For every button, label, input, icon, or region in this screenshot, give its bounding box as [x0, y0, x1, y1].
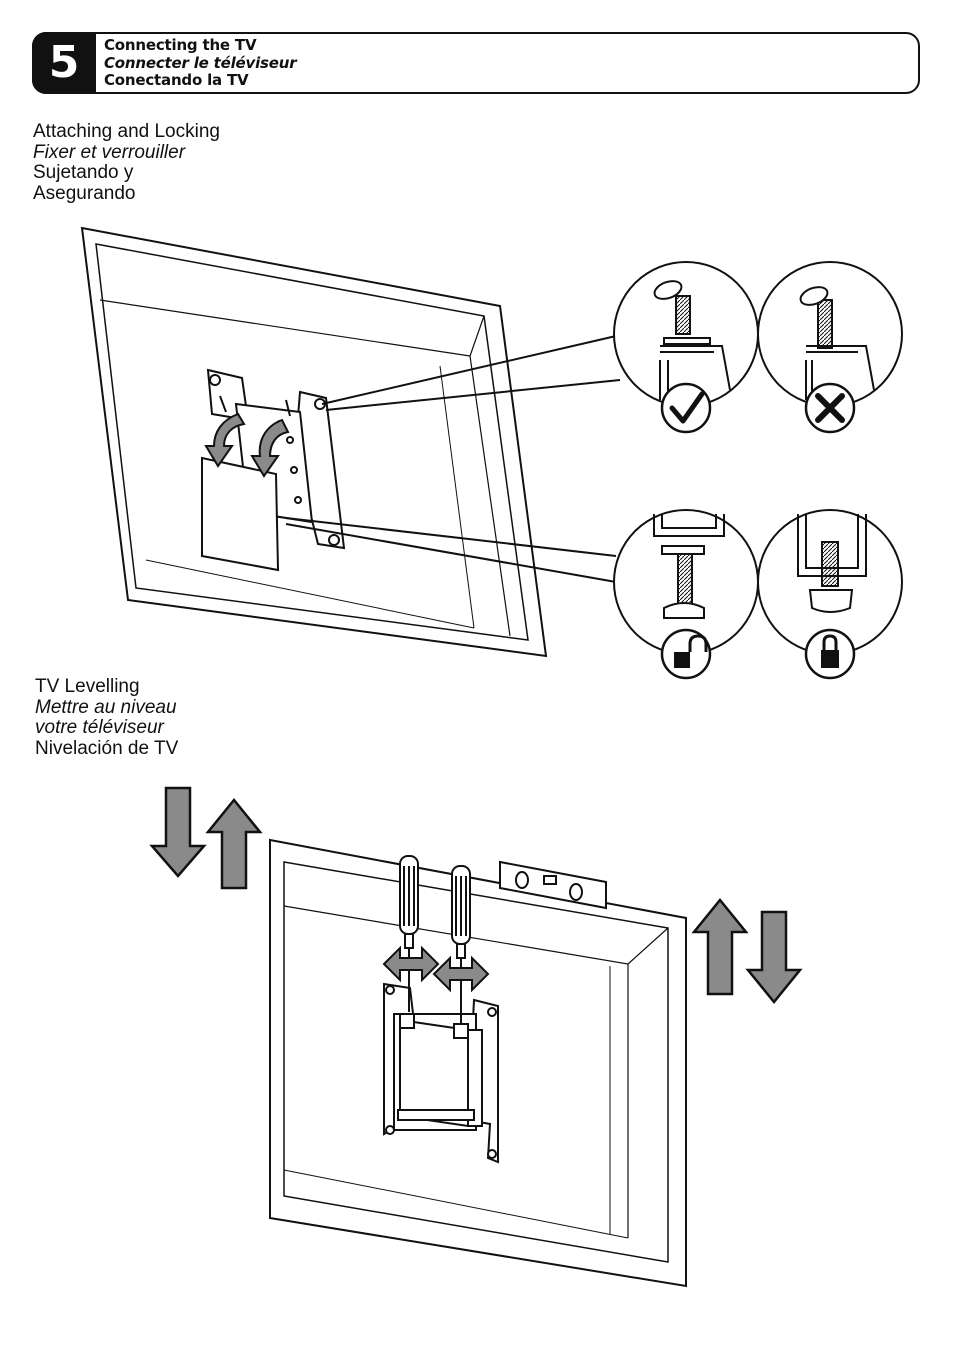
screwdriver-right: [451, 865, 471, 1024]
step-title-es: Conectando la TV: [104, 71, 249, 89]
levelling-label-fr-1: Mettre au niveau: [35, 696, 177, 718]
levelling-label-fr-2: votre téléviseur: [35, 717, 164, 738]
locked-padlock-icon: [804, 628, 856, 680]
step-number-badge: 5: [32, 32, 96, 94]
arrow-down-icon: [745, 910, 803, 1004]
detail-correct: [613, 261, 759, 434]
arrow-up-icon: [691, 898, 749, 996]
unlocked-padlock-icon: [660, 628, 712, 680]
levelling-label-es: Nivelación de TV: [35, 737, 179, 759]
attaching-label-fr: Fixer et verrouiller: [33, 141, 186, 163]
levelling-label-en: TV Levelling: [35, 676, 140, 697]
levelling-section-label: TV Levelling Mettre au niveau votre télé…: [35, 676, 179, 759]
step-title-fr: Connecter le téléviseur: [104, 53, 297, 72]
detail-locked: [757, 509, 903, 680]
double-arrow-icon: [382, 945, 490, 993]
step-titles: Connecting the TV Connecter le téléviseu…: [104, 36, 297, 90]
attaching-label-en: Attaching and Locking: [33, 121, 220, 142]
step-header: 5 Connecting the TV Connecter le télévis…: [32, 32, 920, 94]
cross-icon: [804, 382, 856, 434]
check-icon: [660, 382, 712, 434]
detail-unlocked: [613, 509, 759, 680]
arrow-down-icon: [149, 786, 207, 878]
attaching-section-label: Attaching and Locking Fixer et verrouill…: [33, 121, 220, 204]
arrow-up-icon: [205, 798, 263, 890]
step-title-en: Connecting the TV: [104, 36, 257, 54]
attaching-label-es-2: Asegurando: [33, 182, 136, 204]
spirit-level: [499, 860, 607, 910]
detail-incorrect: [757, 261, 903, 434]
wall-plate-bottom: [383, 982, 499, 1164]
leader-lines: [285, 335, 621, 583]
attaching-label-es-1: Sujetando y: [33, 162, 134, 183]
hook-arrows: [204, 412, 290, 478]
